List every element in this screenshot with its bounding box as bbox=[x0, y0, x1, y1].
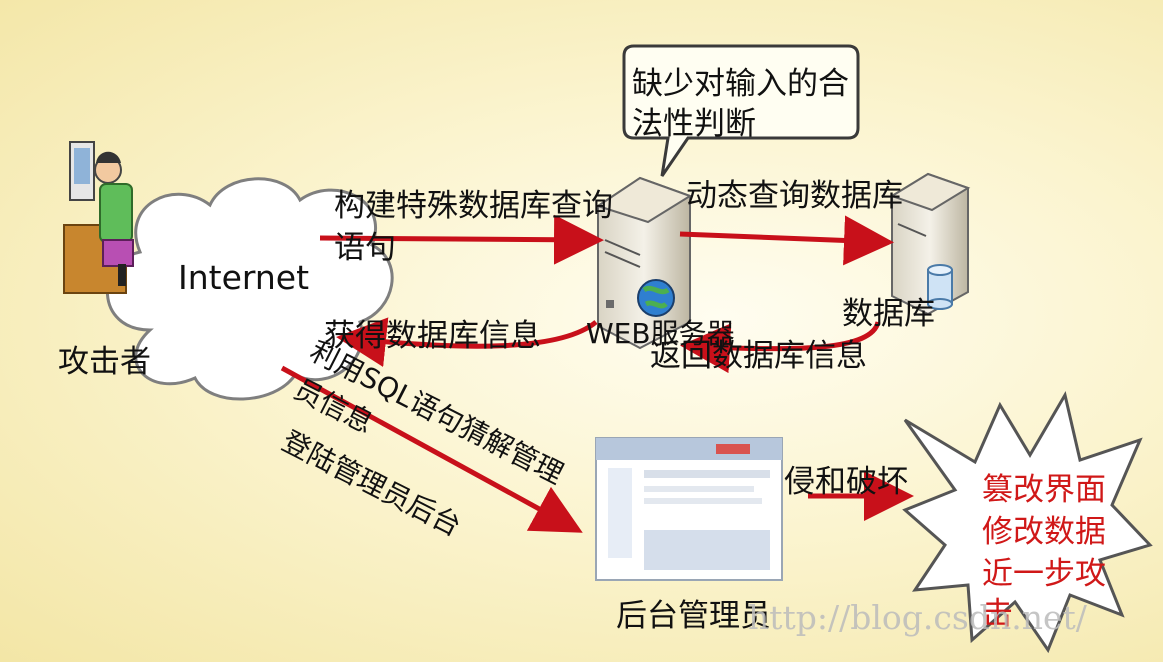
admin-label: 后台管理员 bbox=[616, 598, 771, 634]
burst-shape bbox=[902, 390, 1153, 654]
get-db-info-label: 获得数据库信息 bbox=[324, 318, 541, 354]
database-icon bbox=[927, 264, 953, 310]
admin-screenshot-icon bbox=[595, 437, 783, 581]
attacker-label: 攻击者 bbox=[58, 344, 151, 380]
internet-label: Internet bbox=[178, 258, 310, 297]
burst-line-3: 近一步攻 bbox=[982, 556, 1106, 592]
arrow-server-to-db bbox=[679, 215, 894, 266]
build-query-line-2: 语句 bbox=[334, 230, 396, 266]
build-query-line-1: 构建特殊数据库查询 bbox=[334, 188, 613, 224]
arrow-attacker-to-server bbox=[319, 214, 604, 265]
bubble bbox=[622, 44, 860, 177]
arrow-server-to-attacker bbox=[336, 317, 598, 368]
burst-line-4: 击 bbox=[982, 596, 1013, 632]
attacker-icon bbox=[63, 141, 134, 294]
burst-line-1: 篡改界面 bbox=[982, 472, 1106, 508]
burst-line-2: 修改数据 bbox=[982, 514, 1106, 550]
return-db-info-label: 返回数据库信息 bbox=[650, 338, 867, 374]
bubble-line-1: 缺少对输入的合 bbox=[632, 66, 849, 102]
arrows bbox=[280, 214, 914, 533]
web-server-label: WEB服务器 bbox=[586, 317, 735, 350]
db-label: 数据库 bbox=[842, 296, 935, 332]
bubble-line-2: 法性判断 bbox=[632, 106, 756, 142]
invade-label: 侵和破坏 bbox=[784, 464, 908, 500]
globe-icon bbox=[637, 279, 675, 317]
arrow-db-to-server bbox=[680, 321, 881, 374]
dynamic-query-label: 动态查询数据库 bbox=[686, 178, 903, 214]
watermark: http://blog.csdn.net/ bbox=[748, 598, 1087, 637]
arrow-attacker-to-admin bbox=[280, 365, 583, 533]
